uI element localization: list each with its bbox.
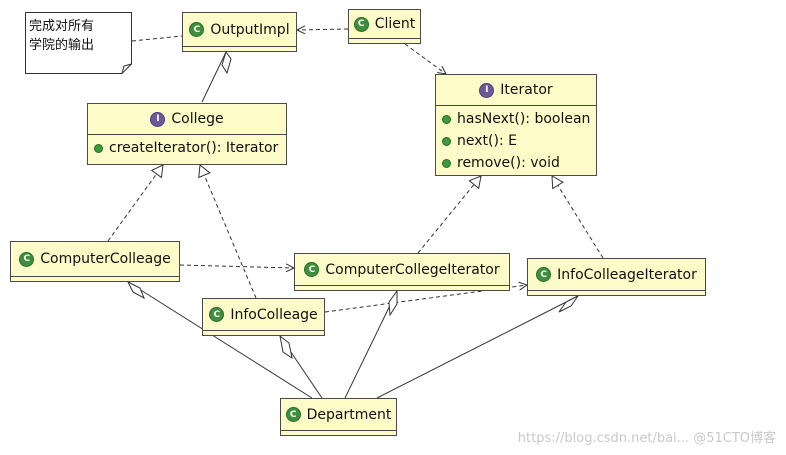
interface-icon: I bbox=[150, 111, 166, 127]
public-operation-icon bbox=[442, 114, 451, 124]
client-to-iterator-dependency bbox=[404, 43, 446, 74]
interface-icon: I bbox=[479, 82, 495, 98]
class-client[interactable]: C Client bbox=[348, 9, 421, 44]
attributes-compartment bbox=[11, 276, 179, 280]
attributes-compartment bbox=[349, 38, 420, 42]
class-icon: C bbox=[536, 267, 552, 282]
computercolleage-to-iterator-dependency bbox=[179, 265, 294, 268]
attributes-compartment bbox=[295, 285, 509, 289]
computercollegeiterator-department-aggregation bbox=[344, 290, 398, 399]
interface-college[interactable]: I College createIterator(): Iterator bbox=[87, 103, 287, 165]
aggregation-diamond bbox=[126, 280, 145, 300]
class-computercollegeiterator[interactable]: C ComputerCollegeIterator bbox=[294, 253, 510, 291]
watermark: https://blog.csdn.net/bai... @51CTO博客 bbox=[517, 431, 776, 446]
class-department[interactable]: C Department bbox=[280, 398, 397, 436]
class-name: ComputerColleage bbox=[40, 251, 171, 267]
note-shape bbox=[25, 12, 132, 74]
class-icon: C bbox=[285, 407, 301, 422]
note-text: 完成对所有 学院的输出 bbox=[29, 17, 129, 55]
note-anchor-line bbox=[131, 35, 183, 42]
public-operation-icon bbox=[442, 158, 451, 168]
operation-signature: hasNext(): boolean bbox=[457, 111, 591, 127]
computercolleage-realizes-college bbox=[107, 164, 164, 242]
aggregation-diamond bbox=[388, 289, 398, 317]
class-name: ComputerCollegeIterator bbox=[325, 261, 500, 278]
class-icon: C bbox=[353, 16, 369, 32]
class-infocolleageiterator[interactable]: C InfoColleageIterator bbox=[527, 258, 706, 296]
class-name: OutputImpl bbox=[210, 21, 290, 38]
note-line: 学院的输出 bbox=[29, 38, 95, 53]
aggregation-diamond bbox=[558, 295, 579, 313]
computercollegeiterator-realizes-iterator bbox=[417, 175, 482, 254]
public-operation-icon bbox=[94, 143, 103, 153]
attributes-compartment bbox=[203, 330, 324, 334]
class-name: Department bbox=[306, 406, 392, 423]
class-icon: C bbox=[209, 307, 225, 322]
public-operation-icon bbox=[442, 136, 451, 146]
infocolleageiterator-realizes-iterator bbox=[551, 175, 604, 259]
operation-row: createIterator(): Iterator bbox=[94, 137, 280, 159]
operation-signature: remove(): void bbox=[457, 155, 560, 171]
attributes-compartment bbox=[528, 290, 705, 294]
note-line: 完成对所有 bbox=[29, 19, 95, 34]
interface-iterator[interactable]: I Iterator hasNext(): boolean next(): E … bbox=[435, 74, 597, 176]
class-name: InfoColleage bbox=[230, 306, 318, 323]
class-icon: C bbox=[304, 262, 320, 277]
operation-signature: createIterator(): Iterator bbox=[109, 140, 279, 156]
client-to-outputimpl-dependency bbox=[297, 29, 349, 30]
attributes-compartment bbox=[281, 430, 396, 434]
infocolleage-realizes-college bbox=[198, 164, 257, 299]
class-icon: C bbox=[19, 251, 35, 267]
class-name: InfoColleageIterator bbox=[557, 266, 697, 283]
interface-name: Iterator bbox=[500, 82, 553, 98]
class-name: Client bbox=[374, 16, 416, 32]
class-infocolleage[interactable]: C InfoColleage bbox=[202, 298, 325, 336]
computercolleage-department-aggregation bbox=[127, 281, 313, 399]
attributes-compartment bbox=[183, 46, 296, 50]
outputimpl-college-aggregation bbox=[201, 51, 227, 103]
operations-compartment: createIterator(): Iterator bbox=[88, 135, 286, 163]
infocolleageiterator-department-aggregation bbox=[376, 295, 579, 399]
class-icon: C bbox=[189, 22, 205, 37]
interface-name: College bbox=[171, 111, 224, 127]
operations-compartment: hasNext(): boolean next(): E remove(): v… bbox=[436, 106, 596, 178]
aggregation-diamond bbox=[221, 50, 232, 75]
operation-row: hasNext(): boolean bbox=[442, 108, 590, 130]
class-outputimpl[interactable]: C OutputImpl bbox=[182, 12, 297, 52]
aggregation-diamond bbox=[279, 334, 293, 360]
operation-signature: next(): E bbox=[457, 133, 517, 149]
operation-row: next(): E bbox=[442, 130, 590, 152]
class-computercolleage[interactable]: C ComputerColleage bbox=[10, 241, 180, 282]
operation-row: remove(): void bbox=[442, 152, 590, 174]
